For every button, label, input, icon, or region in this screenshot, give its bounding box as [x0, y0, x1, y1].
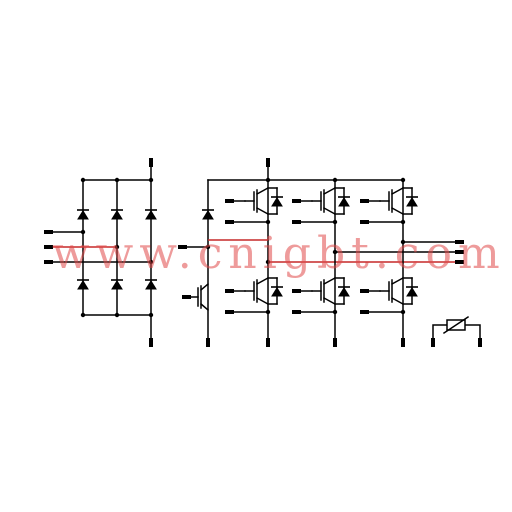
inverter-igbt-w-high-diode [406, 197, 418, 207]
ntc-pin-1 [431, 338, 435, 347]
rectifier-diode-u1 [77, 209, 89, 220]
inverter-igbt-w-low-diode [406, 287, 418, 297]
rectifier-diode-u2 [77, 279, 89, 290]
brake-diode [202, 209, 214, 220]
inverter-igbt-v-high-diode [338, 197, 350, 207]
inverter-igbt-u-low-sense-pin [225, 310, 234, 314]
ac-input-pin-2 [44, 245, 53, 249]
inverter-igbt-u-high-diode [271, 197, 283, 207]
inverter-igbt-u-low-gate-pin [225, 289, 234, 293]
inverter-igbt-v-high-gate-pin [292, 199, 301, 203]
inverter-igbt-w-low-sense-pin [360, 310, 369, 314]
output-pin-v [455, 250, 464, 254]
inverter-igbt-w-high-sense-pin [360, 220, 369, 224]
inverter-igbt-w-low-gate-pin [360, 289, 369, 293]
inverter-dc-plus-pin [266, 158, 270, 167]
brake-chopper [178, 179, 214, 347]
emitter-pin-u [266, 338, 270, 347]
brake-emitter-pin [206, 338, 210, 347]
inverter-igbt-u-high-gate-pin [225, 199, 234, 203]
inverter-bridge [208, 177, 464, 347]
inverter-igbt-v-low-sense-pin [292, 310, 301, 314]
rectifier-bridge [44, 158, 157, 347]
emitter-pin-w [401, 338, 405, 347]
inverter-igbt-u-low-diode [271, 287, 283, 297]
brake-output-pin [178, 245, 187, 249]
rectifier-dc-minus-pin [149, 338, 153, 347]
ntc-pin-2 [478, 338, 482, 347]
inverter-igbt-v-low-gate-pin [292, 289, 301, 293]
output-pin-u [455, 260, 464, 264]
rectifier-diode-v2 [111, 279, 123, 290]
watermark-text: www.cnigbt.com [52, 228, 506, 279]
rectifier-diode-w2 [145, 279, 157, 290]
output-pin-w [455, 240, 464, 244]
ac-input-pin-1 [44, 230, 53, 234]
emitter-pin-v [333, 338, 337, 347]
rectifier-dc-plus-pin [149, 158, 153, 167]
inverter-igbt-v-high-sense-pin [292, 220, 301, 224]
ntc-thermistor [431, 315, 482, 347]
inverter-igbt-w-high-gate-pin [360, 199, 369, 203]
ac-input-pin-3 [44, 260, 53, 264]
rectifier-diode-w1 [145, 209, 157, 220]
inverter-igbt-u-high-sense-pin [225, 220, 234, 224]
brake-igbt [182, 282, 210, 312]
inverter-igbt-v-low-diode [338, 287, 350, 297]
brake-gate-pin [182, 295, 191, 299]
rectifier-diode-v1 [111, 209, 123, 220]
